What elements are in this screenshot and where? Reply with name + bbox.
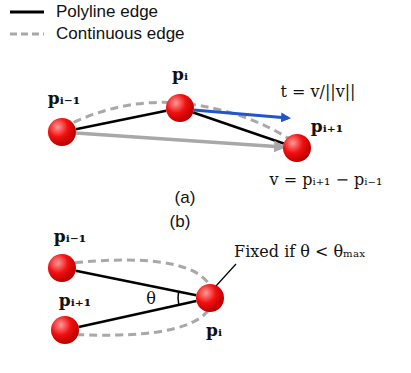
point-label: pᵢ bbox=[172, 65, 188, 84]
polyline-edge bbox=[76, 271, 197, 295]
polyline-edge bbox=[76, 111, 167, 129]
legend-text: Polyline edge bbox=[56, 2, 158, 22]
point-sphere: pᵢ bbox=[196, 284, 224, 312]
polyline-edge bbox=[79, 301, 197, 327]
point-label: pᵢ bbox=[206, 321, 222, 340]
point-sphere: pᵢ₊₁ bbox=[51, 316, 79, 344]
annotation-label: Fixed if θ < θₘₐₓ bbox=[234, 243, 366, 261]
leader-line bbox=[216, 264, 236, 286]
legend-text: Continuous edge bbox=[56, 24, 185, 44]
legend-dash-sample bbox=[10, 33, 44, 36]
point-label: pᵢ₊₁ bbox=[59, 291, 91, 310]
polyline-edge bbox=[193, 113, 284, 144]
point-sphere: pᵢ₊₁ bbox=[283, 134, 311, 162]
vector-arrow bbox=[76, 133, 283, 147]
point-label: pᵢ₋₁ bbox=[48, 89, 80, 108]
point-sphere: pᵢ₋₁ bbox=[48, 118, 76, 146]
angle-arc bbox=[177, 292, 179, 305]
edge-label: v = pᵢ₊₁ − pᵢ₋₁ bbox=[268, 171, 385, 189]
point-sphere: pᵢ bbox=[166, 94, 194, 122]
legend-line-sample bbox=[10, 11, 44, 14]
annotation-label: (a) bbox=[175, 188, 196, 208]
annotation-label: (b) bbox=[170, 212, 191, 232]
point-label: pᵢ₋₁ bbox=[54, 227, 86, 246]
point-label: pᵢ₊₁ bbox=[311, 117, 343, 136]
annotation-label: θ bbox=[146, 290, 156, 308]
annotation-label: t = v/||v|| bbox=[280, 83, 355, 101]
point-sphere: pᵢ₋₁ bbox=[48, 254, 76, 282]
